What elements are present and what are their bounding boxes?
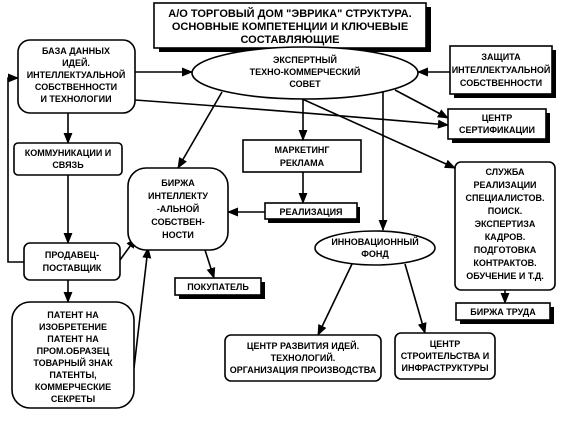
title-line-1: А/О ТОРГОВЫЙ ДОМ "ЭВРИКА" СТРУКТУРА.: [168, 7, 411, 20]
node-label: ЦЕНТР: [430, 339, 461, 349]
node-label: НОСТИ: [162, 230, 194, 240]
node-innovation-fund: ИННОВАЦИОННЫЙ ФОНД: [314, 230, 436, 266]
node-label: ПОДГОТОВКА: [474, 245, 537, 255]
arrow-exchange-to-buyer: [204, 249, 216, 280]
node-label: ПАТЕНТЫ,: [49, 370, 96, 380]
title-line-3: СОСТАВЛЯЮЩИЕ: [241, 34, 340, 46]
node-label: ПОСТАВЩИК: [43, 263, 102, 273]
node-label: СОБСТВЕН-: [151, 217, 204, 227]
node-idea-database: БАЗА ДАННЫХ ИДЕЙ. ИНТЕЛЛЕКТУАЛЬНОЙ СОБСТ…: [17, 39, 136, 114]
title-block: А/О ТОРГОВЫЙ ДОМ "ЭВРИКА" СТРУКТУРА. ОСН…: [153, 2, 431, 52]
node-label: ЭКСПЕРТНЫЙ: [273, 54, 337, 65]
node-label: ПРОМ.ОБРАЗЕЦ: [37, 346, 110, 356]
arrow-council-to-certification: [394, 89, 449, 119]
node-ideas-development-center: ЦЕНТР РАЗВИТИЯ ИДЕЙ. ТЕХНОЛОГИЙ. ОРГАНИЗ…: [224, 334, 382, 382]
node-label: СВЯЗЬ: [52, 160, 84, 170]
node-buyer: ПОКУПАТЕЛЬ: [174, 277, 265, 299]
node-label: КОММУНИКАЦИИ И: [25, 148, 112, 158]
node-labor-exchange: БИРЖА ТРУДА: [455, 302, 554, 324]
node-label: СПЕЦИАЛИСТОВ.: [466, 193, 545, 203]
arrow-council-to-exchange: [177, 91, 223, 169]
node-label: -АЛЬНОЙ: [157, 203, 199, 214]
node-label: СТРОИТЕЛЬСТВА И: [401, 351, 489, 361]
node-label: ПОКУПАТЕЛЬ: [187, 282, 249, 292]
arrow-seller-to-idea-db: [7, 73, 24, 263]
node-label: ТОВАРНЫЙ ЗНАК: [33, 357, 113, 368]
node-services: СЛУЖБА РЕАЛИЗАЦИИ СПЕЦИАЛИСТОВ. ПОИСК. Э…: [454, 161, 556, 291]
node-label: ИННОВАЦИОННЫЙ: [331, 236, 418, 247]
node-label: ИНФРАСТРУКТУРЫ: [401, 363, 488, 373]
arrow-fund-to-ideas-center: [317, 263, 353, 337]
node-label: БАЗА ДАННЫХ: [42, 46, 110, 56]
node-label: СЕКРЕТЫ: [51, 394, 95, 404]
node-label: БИРЖА: [161, 178, 195, 188]
node-label: РЕАЛИЗАЦИИ: [473, 180, 536, 190]
node-expert-council: ЭКСПЕРТНЫЙ ТЕХНО-КОММЕРЧЕСКИЙ СОВЕТ: [191, 46, 419, 100]
node-label: КАДРОВ.: [485, 232, 526, 242]
arrow-idea-db-to-certification: [134, 99, 450, 129]
node-label: ПАТЕНТ НА: [47, 310, 99, 320]
node-label: РЕАЛИЗАЦИЯ: [279, 207, 342, 217]
node-label: СЕРТИФИКАЦИИ: [459, 125, 535, 135]
node-label: ФОНД: [361, 249, 389, 259]
node-label: КОММЕРЧЕСКИЕ: [35, 382, 111, 392]
node-label: ИНТЕЛЛЕКТУАЛЬНОЙ: [452, 64, 551, 75]
node-label: ИЗОБРЕТЕНИЕ: [39, 322, 107, 332]
node-label: ЭКСПЕРТИЗА: [475, 219, 536, 229]
node-label: СОВЕТ: [289, 79, 321, 89]
node-label: СЛУЖБА: [486, 167, 525, 177]
node-label: МАРКЕТИНГ: [274, 145, 329, 155]
node-label: СОБСТВЕННОСТИ: [460, 78, 542, 88]
node-label: ПАТЕНТ НА: [47, 334, 99, 344]
node-label: ОБУЧЕНИЕ И Т.Д.: [466, 271, 544, 281]
node-label: ОРГАНИЗАЦИЯ ПРОИЗВОДСТВА: [230, 365, 377, 375]
node-label: ЦЕНТР РАЗВИТИЯ ИДЕЙ.: [247, 340, 359, 351]
arrow-patents-to-exchange: [133, 246, 152, 369]
node-construction-center: ЦЕНТР СТРОИТЕЛЬСТВА И ИНФРАСТРУКТУРЫ: [394, 332, 496, 380]
node-label: ЦЕНТР: [482, 113, 513, 123]
arrow-council-to-services: [299, 97, 457, 169]
node-seller-supplier: ПРОДАВЕЦ- ПОСТАВЩИК: [23, 242, 121, 281]
node-label: ИНТЕЛЛЕКТУАЛЬНОЙ: [27, 69, 126, 80]
node-label: КОНТРАКТОВ.: [473, 258, 536, 268]
node-label: И ТЕХНОЛОГИИ: [40, 94, 111, 104]
node-certification-center: ЦЕНТР СЕРТИФИКАЦИИ: [447, 108, 550, 143]
node-ip-exchange: БИРЖА ИНТЕЛЛЕКТУ -АЛЬНОЙ СОБСТВЕН- НОСТИ: [127, 167, 229, 251]
node-label: БИРЖА ТРУДА: [470, 307, 536, 317]
node-patents: ПАТЕНТ НА ИЗОБРЕТЕНИЕ ПАТЕНТ НА ПРОМ.ОБР…: [11, 301, 135, 409]
node-communications: КОММУНИКАЦИИ И СВЯЗЬ: [13, 142, 123, 176]
node-marketing: МАРКЕТИНГ РЕКЛАМА: [242, 139, 362, 173]
node-label: ИНТЕЛЛЕКТУ: [148, 191, 208, 201]
arrow-fund-to-construction: [404, 263, 427, 335]
node-label: ТЕХНО-КОММЕРЧЕСКИЙ: [250, 66, 361, 77]
node-label: ИДЕЙ.: [62, 57, 90, 68]
node-label: ПОИСК.: [488, 206, 522, 216]
node-label: ТЕХНОЛОГИЙ.: [271, 352, 336, 363]
node-sales: РЕАЛИЗАЦИЯ: [264, 202, 360, 223]
node-label: СОБСТВЕННОСТИ: [35, 82, 117, 92]
node-label: ПРОДАВЕЦ-: [45, 250, 99, 260]
title-line-2: ОСНОВНЫЕ КОМПЕТЕНЦИИ И КЛЮЧЕВЫЕ: [172, 21, 408, 33]
node-label: РЕКЛАМА: [280, 158, 325, 168]
node-label: ЗАЩИТА: [481, 52, 521, 62]
node-ip-protection: ЗАЩИТА ИНТЕЛЛЕКТУАЛЬНОЙ СОБСТВЕННОСТИ: [449, 45, 556, 98]
